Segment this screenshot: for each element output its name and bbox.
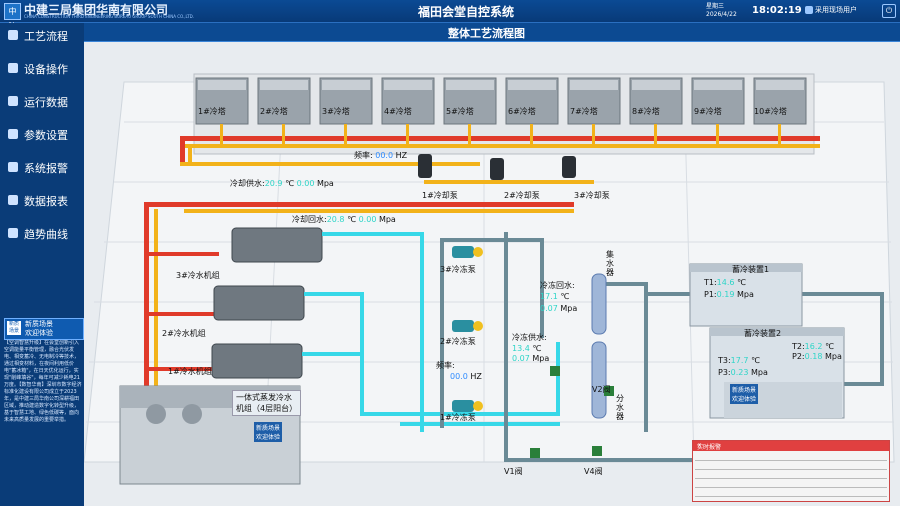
- sidebar-item-label: 设备操作: [24, 63, 68, 76]
- freq-label-2: 频率:: [436, 361, 455, 370]
- freq-reading-1: 频率: 00.0 HZ: [354, 151, 408, 160]
- cooling-pump-label[interactable]: 2#冷却泵: [504, 191, 540, 200]
- promo-text: 新质场景欢迎体验: [25, 320, 53, 337]
- alarm-row: [695, 462, 887, 470]
- storage1-title: 蓄冷装置1: [732, 265, 770, 274]
- user-name[interactable]: 采用现场用户: [815, 6, 857, 14]
- sidebar-item-process[interactable]: 工艺流程: [6, 26, 82, 44]
- cooling-tower-label: 9#冷塔: [694, 107, 722, 116]
- cooling-tower-label: 1#冷塔: [198, 107, 226, 116]
- process-icon: [8, 30, 18, 40]
- cooling-tower-label: 10#冷塔: [754, 107, 787, 116]
- chilled-pump-label[interactable]: 3#冷冻泵: [440, 265, 476, 274]
- storage2-p2: P2:0.18 Mpa: [792, 352, 842, 361]
- collector-label: 集水器: [606, 250, 614, 277]
- cooling-return-reading: 冷却回水:20.8 ℃ 0.00 Mpa: [292, 215, 396, 224]
- sidebar-item-data[interactable]: 运行数据: [6, 92, 82, 110]
- sidebar-item-label: 数据报表: [24, 195, 68, 208]
- storage2-p3: P3:0.23 Mpa: [718, 368, 768, 377]
- freq-reading-2: 00.0 HZ: [450, 372, 482, 381]
- alarm-row: [695, 480, 887, 488]
- chiller-label[interactable]: 3#冷水机组: [176, 271, 220, 280]
- system-title: 福田会堂自控系统: [418, 5, 515, 19]
- weekday: 星期三: [706, 3, 725, 10]
- date: 2026/4/22: [706, 11, 737, 18]
- valve-label[interactable]: V1阀: [504, 467, 523, 476]
- company-name-en: CHINA CONSTRUCTION THIRD ENGINEERING BUR…: [24, 14, 195, 19]
- cooling-tower-label: 6#冷塔: [508, 107, 536, 116]
- cooling-tower-label: 2#冷塔: [260, 107, 288, 116]
- exit-icon[interactable]: ⏻: [882, 4, 896, 18]
- company-name: 中建三局集团华南有限公司: [24, 3, 169, 17]
- alarm-icon: [8, 162, 18, 172]
- sidebar-item-settings[interactable]: 参数设置: [6, 125, 82, 143]
- promo-banner[interactable]: 新质场景 新质场景欢迎体验: [4, 318, 84, 340]
- alarm-header: 实时报警 ×: [693, 441, 889, 451]
- process-diagram: 1#冷塔 2#冷塔 3#冷塔 4#冷塔 5#冷塔 6#冷塔 7#冷塔 8#冷塔 …: [84, 42, 900, 506]
- valve-label[interactable]: V4阀: [584, 467, 603, 476]
- chilled-supply-label: 冷冻供水:: [512, 333, 547, 342]
- cooling-tower-label: 7#冷塔: [570, 107, 598, 116]
- alarm-row: [695, 471, 887, 479]
- alarm-row: [695, 453, 887, 461]
- cooling-tower-label: 5#冷塔: [446, 107, 474, 116]
- cooling-tower-label: 8#冷塔: [632, 107, 660, 116]
- news-text: 【空调智慧升级】在会堂创新引入空调能量平衡管理，融合光伏发电、相变蓄冷、无电制冷…: [4, 340, 82, 423]
- storage2-t3: T3:17.7 ℃: [718, 356, 761, 365]
- sidebar-item-report[interactable]: 数据报表: [6, 191, 82, 209]
- storage1-p1: P1:0.19 Mpa: [704, 290, 754, 299]
- cooling-supply-reading: 冷却供水:20.9 ℃ 0.00 Mpa: [230, 179, 334, 188]
- alarm-row: [695, 489, 887, 497]
- chilled-return-press: 0.07 Mpa: [540, 304, 578, 313]
- user-icon[interactable]: [805, 6, 813, 14]
- chiller-label[interactable]: 1#冷水机组: [168, 367, 212, 376]
- data-icon: [8, 96, 18, 106]
- company-logo: 中建: [4, 3, 21, 31]
- sidebar-item-label: 趋势曲线: [24, 228, 68, 241]
- cooling-towers: [195, 77, 807, 125]
- alarm-panel: 实时报警 ×: [692, 440, 890, 502]
- trend-icon: [8, 228, 18, 238]
- sidebar-item-label: 参数设置: [24, 129, 68, 142]
- cooling-tower-label: 4#冷塔: [384, 107, 412, 116]
- sidebar: 工艺流程 设备操作 运行数据 参数设置 系统报警 数据报表 趋势曲线: [0, 23, 84, 506]
- cooling-pump-label[interactable]: 1#冷却泵: [422, 191, 458, 200]
- page-title: 整体工艺流程图: [448, 27, 525, 40]
- page-title-bar: 整体工艺流程图: [84, 23, 900, 42]
- chilled-pump-label[interactable]: 1#冷冻泵: [440, 413, 476, 422]
- process-svg: [84, 73, 895, 485]
- storage1-t1: T1:14.6 ℃: [704, 278, 747, 287]
- evap-badge[interactable]: 新质场景欢迎体验: [254, 422, 283, 442]
- storage2-t2: T2:16.2 ℃: [792, 342, 835, 351]
- chilled-return-temp: 17.1 ℃: [540, 292, 570, 301]
- alarm-title: 实时报警: [697, 444, 722, 451]
- report-icon: [8, 195, 18, 205]
- settings-icon: [8, 129, 18, 139]
- close-icon[interactable]: ×: [697, 442, 703, 449]
- sidebar-item-device[interactable]: 设备操作: [6, 59, 82, 77]
- storage-badge[interactable]: 新质场景欢迎体验: [730, 384, 759, 404]
- clock: 18:02:19: [752, 5, 802, 16]
- promo-badge: 新质场景: [7, 321, 21, 335]
- sidebar-item-label: 系统报警: [24, 162, 68, 175]
- device-icon: [8, 63, 18, 73]
- evap-unit-label: 一体式蒸发冷水机组（4层阳台）: [232, 390, 302, 416]
- chilled-supply-press: 0.07 Mpa: [512, 354, 550, 363]
- distributor-label: 分水器: [616, 394, 624, 421]
- chiller-label[interactable]: 2#冷水机组: [162, 329, 206, 338]
- chilled-supply-temp: 13.4 ℃: [512, 344, 542, 353]
- cooling-tower-label: 3#冷塔: [322, 107, 350, 116]
- valve-label[interactable]: V2阀: [592, 385, 611, 394]
- sidebar-item-alarm[interactable]: 系统报警: [6, 158, 82, 176]
- sidebar-item-label: 工艺流程: [24, 30, 68, 43]
- cooling-pump-label[interactable]: 3#冷却泵: [574, 191, 610, 200]
- top-bar: 中建 中建三局集团华南有限公司 CHINA CONSTRUCTION THIRD…: [0, 0, 900, 31]
- storage2-title: 蓄冷装置2: [744, 329, 782, 338]
- sidebar-item-label: 运行数据: [24, 96, 68, 109]
- chilled-return-label: 冷冻回水:: [540, 281, 575, 290]
- sidebar-item-trend[interactable]: 趋势曲线: [6, 224, 82, 242]
- chilled-pump-label[interactable]: 2#冷冻泵: [440, 337, 476, 346]
